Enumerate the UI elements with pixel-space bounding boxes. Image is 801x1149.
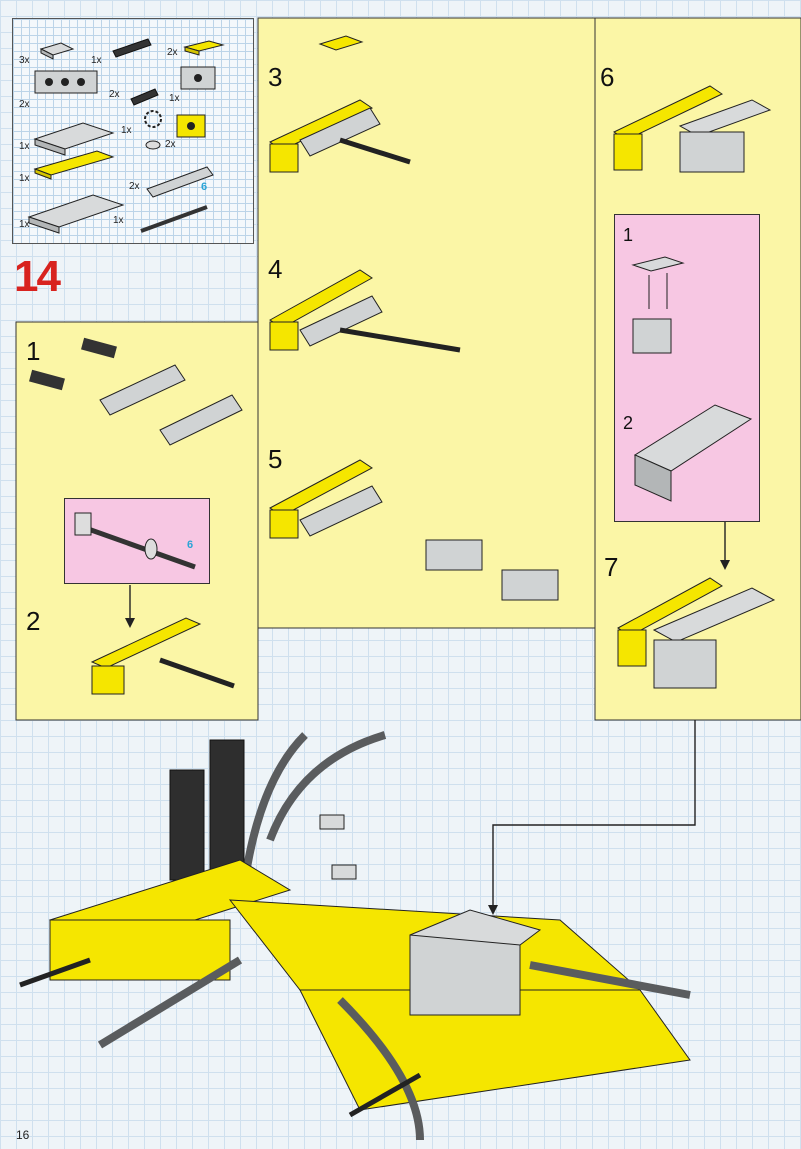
bush-icon <box>145 140 161 150</box>
technic-brick-1x2-icon <box>180 66 216 90</box>
step-label-2: 2 <box>26 606 41 636</box>
technic-brick-1x4-icon <box>34 70 98 94</box>
part-qty: 1x <box>169 93 180 104</box>
step-label-6: 6 <box>600 62 615 92</box>
step-label-7: 7 <box>604 552 619 582</box>
yellow-plate-1x6-icon <box>33 150 115 180</box>
panel-steps-3-5 <box>257 17 596 629</box>
gear-8-tooth-icon <box>144 110 162 128</box>
part-qty: 2x <box>109 89 120 100</box>
part-qty: 1x <box>19 219 30 230</box>
axle-gear-illustration <box>74 512 196 570</box>
axle-6-icon <box>140 205 208 233</box>
gear-icon <box>74 512 92 536</box>
substep-label-1: 1 <box>623 225 634 245</box>
part-qty: 3x <box>19 55 30 66</box>
yellow-technic-brick-icon <box>176 114 206 138</box>
axle-length-label: 6 <box>201 181 208 193</box>
plate-1x2-icon <box>39 42 75 60</box>
part-qty: 2x <box>165 139 176 150</box>
connector-arrow <box>492 720 696 912</box>
part-qty: 1x <box>19 141 30 152</box>
step-label-5: 5 <box>268 444 283 474</box>
pin-connector-icon <box>112 38 152 58</box>
plate-2x6-icon <box>27 194 125 234</box>
subassembly-box-axle-gear: 6 <box>64 498 210 584</box>
plate-2x4-icon <box>33 122 115 156</box>
parts-list: 3x 1x 2x 2x 2x 1x 1x 1x 2x 1x 2x 1x 1x 6 <box>12 18 254 244</box>
step-label-3: 3 <box>268 62 283 92</box>
step-label-1: 1 <box>26 336 41 366</box>
part-qty: 1x <box>19 173 30 184</box>
substep-label-2: 2 <box>623 413 634 433</box>
part-qty: 2x <box>19 99 30 110</box>
plates-illustration <box>631 256 753 502</box>
axle-length-callout: 6 <box>187 539 194 551</box>
part-qty: 2x <box>167 47 178 58</box>
friction-pin-icon <box>130 88 159 106</box>
step7-arrowhead <box>720 560 730 570</box>
technic-liftarm-icon <box>146 166 214 198</box>
step-label-4: 4 <box>268 254 283 284</box>
part-qty: 1x <box>91 55 102 66</box>
step-number: 14 <box>14 252 61 301</box>
parts-illustrations <box>27 38 225 234</box>
part-qty: 2x <box>129 181 140 192</box>
bush-icon <box>144 538 158 560</box>
subassembly-box-plates: 1 2 <box>614 214 760 522</box>
page-number: 16 <box>16 1128 30 1142</box>
connector-arrowhead <box>488 905 498 915</box>
part-qty: 1x <box>121 125 132 136</box>
yellow-plate-1x2-icon <box>183 40 225 56</box>
part-qty: 1x <box>113 215 124 226</box>
